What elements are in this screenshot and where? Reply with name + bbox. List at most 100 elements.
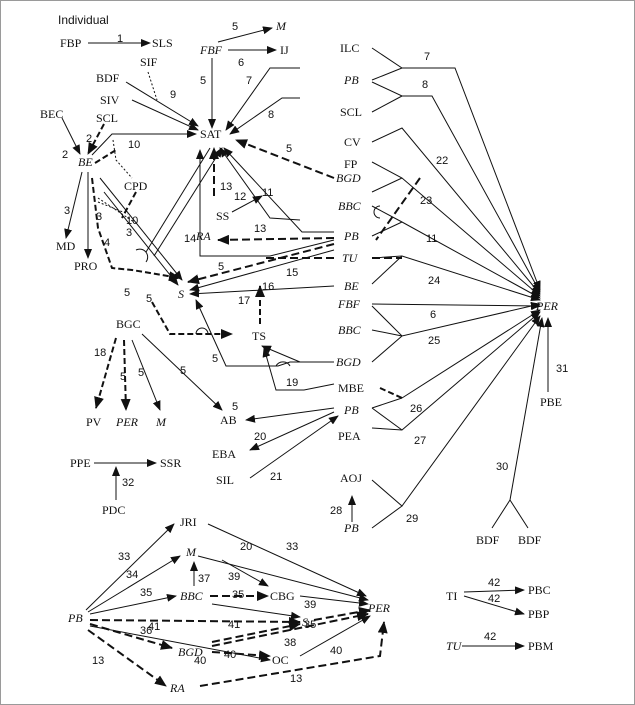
edge-pb1-per	[371, 67, 403, 81]
node-bec: BEC	[40, 107, 63, 121]
edge-scl2-per	[371, 95, 403, 113]
edge-bgd-oc-dashed	[211, 650, 271, 661]
edge-label-e39a: 39	[228, 571, 240, 583]
edge-label-e3c: 3	[126, 227, 132, 239]
edge-bgd-per-dashed	[211, 611, 369, 647]
node-pb3: PB	[343, 403, 359, 417]
edge-label-e13d: 13	[290, 673, 302, 685]
edge-pb-ra-dashed	[217, 234, 335, 245]
edge-label-e35c: 35	[304, 619, 316, 631]
edge-bgd1-per	[371, 177, 403, 193]
node-sif: SIF	[140, 55, 158, 69]
edge-bbc-s	[211, 603, 301, 620]
edge-ti-pbp	[463, 595, 525, 616]
node-ra2: RA	[169, 681, 185, 695]
node-ti: TI	[446, 589, 457, 603]
edge-pb4-per	[371, 505, 403, 529]
edge-m-per	[197, 555, 369, 602]
edge-be-cpd	[94, 149, 117, 164]
node-bdf2: BDF	[476, 533, 500, 547]
edge-s-per-dashed	[313, 607, 371, 621]
edge-aoj-per	[371, 315, 541, 507]
edge-label-e2a: 2	[86, 133, 92, 145]
node-per1: PER	[115, 415, 139, 429]
node-pb2: PB	[343, 229, 359, 243]
edge-bgd-s-5	[195, 299, 334, 367]
edge-sif	[147, 71, 158, 101]
edge-label-e4: 4	[104, 237, 110, 249]
edge-bbc-sat	[219, 147, 301, 221]
edge-label-e40a: 40	[194, 655, 206, 667]
edge-pb3-pea	[371, 407, 403, 431]
node-bdf3: BDF	[518, 533, 542, 547]
edge-bgc-pv	[94, 337, 117, 409]
edge-label-e18: 18	[94, 347, 106, 359]
edge-bbc1-per	[371, 205, 541, 299]
node-fbf1: FBF	[199, 43, 223, 57]
edge-label-e10a: 10	[128, 139, 140, 151]
edge-pb3-per	[371, 397, 403, 409]
edge-pb5-oc	[89, 625, 271, 663]
edge-be-s-dashed	[91, 177, 181, 282]
edge-label-e21: 21	[270, 471, 282, 483]
edge-fbf-m	[217, 26, 273, 43]
edge-pb-s-dashed	[187, 243, 335, 285]
edge-label-e25: 25	[428, 335, 440, 347]
edge-label-e5i: 5	[138, 367, 144, 379]
edge-fbf2-per	[371, 302, 541, 337]
edge-label-e7a: 7	[246, 75, 252, 87]
node-bgd3: BGD	[178, 645, 203, 659]
edge-label-e16: 16	[262, 281, 274, 293]
edge-label-e9: 9	[170, 89, 176, 101]
edge-bgd-pb-dashed	[375, 177, 421, 241]
edge-bdf-per-up	[509, 317, 545, 501]
edge-pb-sat-14	[196, 149, 335, 257]
edge-label-e5b: 5	[200, 75, 206, 87]
edge-sil-pb	[249, 415, 339, 479]
edge-label-e24: 24	[428, 275, 440, 287]
edge-mbe-dashed	[379, 387, 403, 399]
edge-label-e31: 31	[556, 363, 568, 375]
edge-label-e13c: 13	[92, 655, 104, 667]
edge-label-e37: 37	[198, 573, 210, 585]
edge-label-e10b: 10	[126, 215, 138, 227]
node-pbe: PBE	[540, 395, 562, 409]
edge-label-e5j: 5	[180, 365, 186, 377]
edge-be-10-dotted	[97, 197, 135, 223]
edge-bgc-ts-dashed	[151, 301, 233, 339]
edge-label-e17: 17	[238, 295, 250, 307]
edge-cpd-down	[121, 191, 137, 219]
node-be2: BE	[344, 279, 359, 293]
edge-label-e5e: 5	[124, 287, 130, 299]
edge-label-e33b: 33	[286, 541, 298, 553]
edge-label-e13b: 13	[254, 223, 266, 235]
node-be1: BE	[78, 155, 93, 169]
node-bdf1: BDF	[96, 71, 120, 85]
edge-bgc-ab	[141, 333, 223, 411]
edge-be-md	[64, 171, 83, 239]
node-ilc: ILC	[340, 41, 359, 55]
node-bgd1: BGD	[336, 171, 361, 185]
edge-oc-per	[299, 615, 371, 657]
node-s2: S	[302, 615, 308, 629]
edge-pb5-jri	[85, 523, 175, 611]
node-fbf2: FBF	[337, 297, 361, 311]
edge-label-e5f: 5	[146, 293, 152, 305]
node-m2: M	[155, 415, 167, 429]
diagram-title: Individual	[58, 13, 109, 27]
node-ra1: RA	[195, 229, 211, 243]
edge-pb-sat-11	[223, 147, 334, 233]
node-ppe: PPE	[70, 456, 91, 470]
edge-pb5-bgd-dashed	[89, 623, 173, 650]
edge-ilc-per	[371, 47, 541, 291]
edge-label-e11b: 11	[426, 233, 437, 245]
edge-label-e35b: 35	[232, 589, 244, 601]
edge-label-e40c: 40	[330, 645, 342, 657]
edge-be-sat-10	[91, 130, 197, 156]
node-pdc: PDC	[102, 503, 125, 517]
edge-label-e6a: 6	[238, 57, 244, 69]
edge-pb2-per	[371, 221, 403, 237]
node-m3: M	[185, 545, 197, 559]
edge-label-e7b: 7	[424, 51, 430, 63]
